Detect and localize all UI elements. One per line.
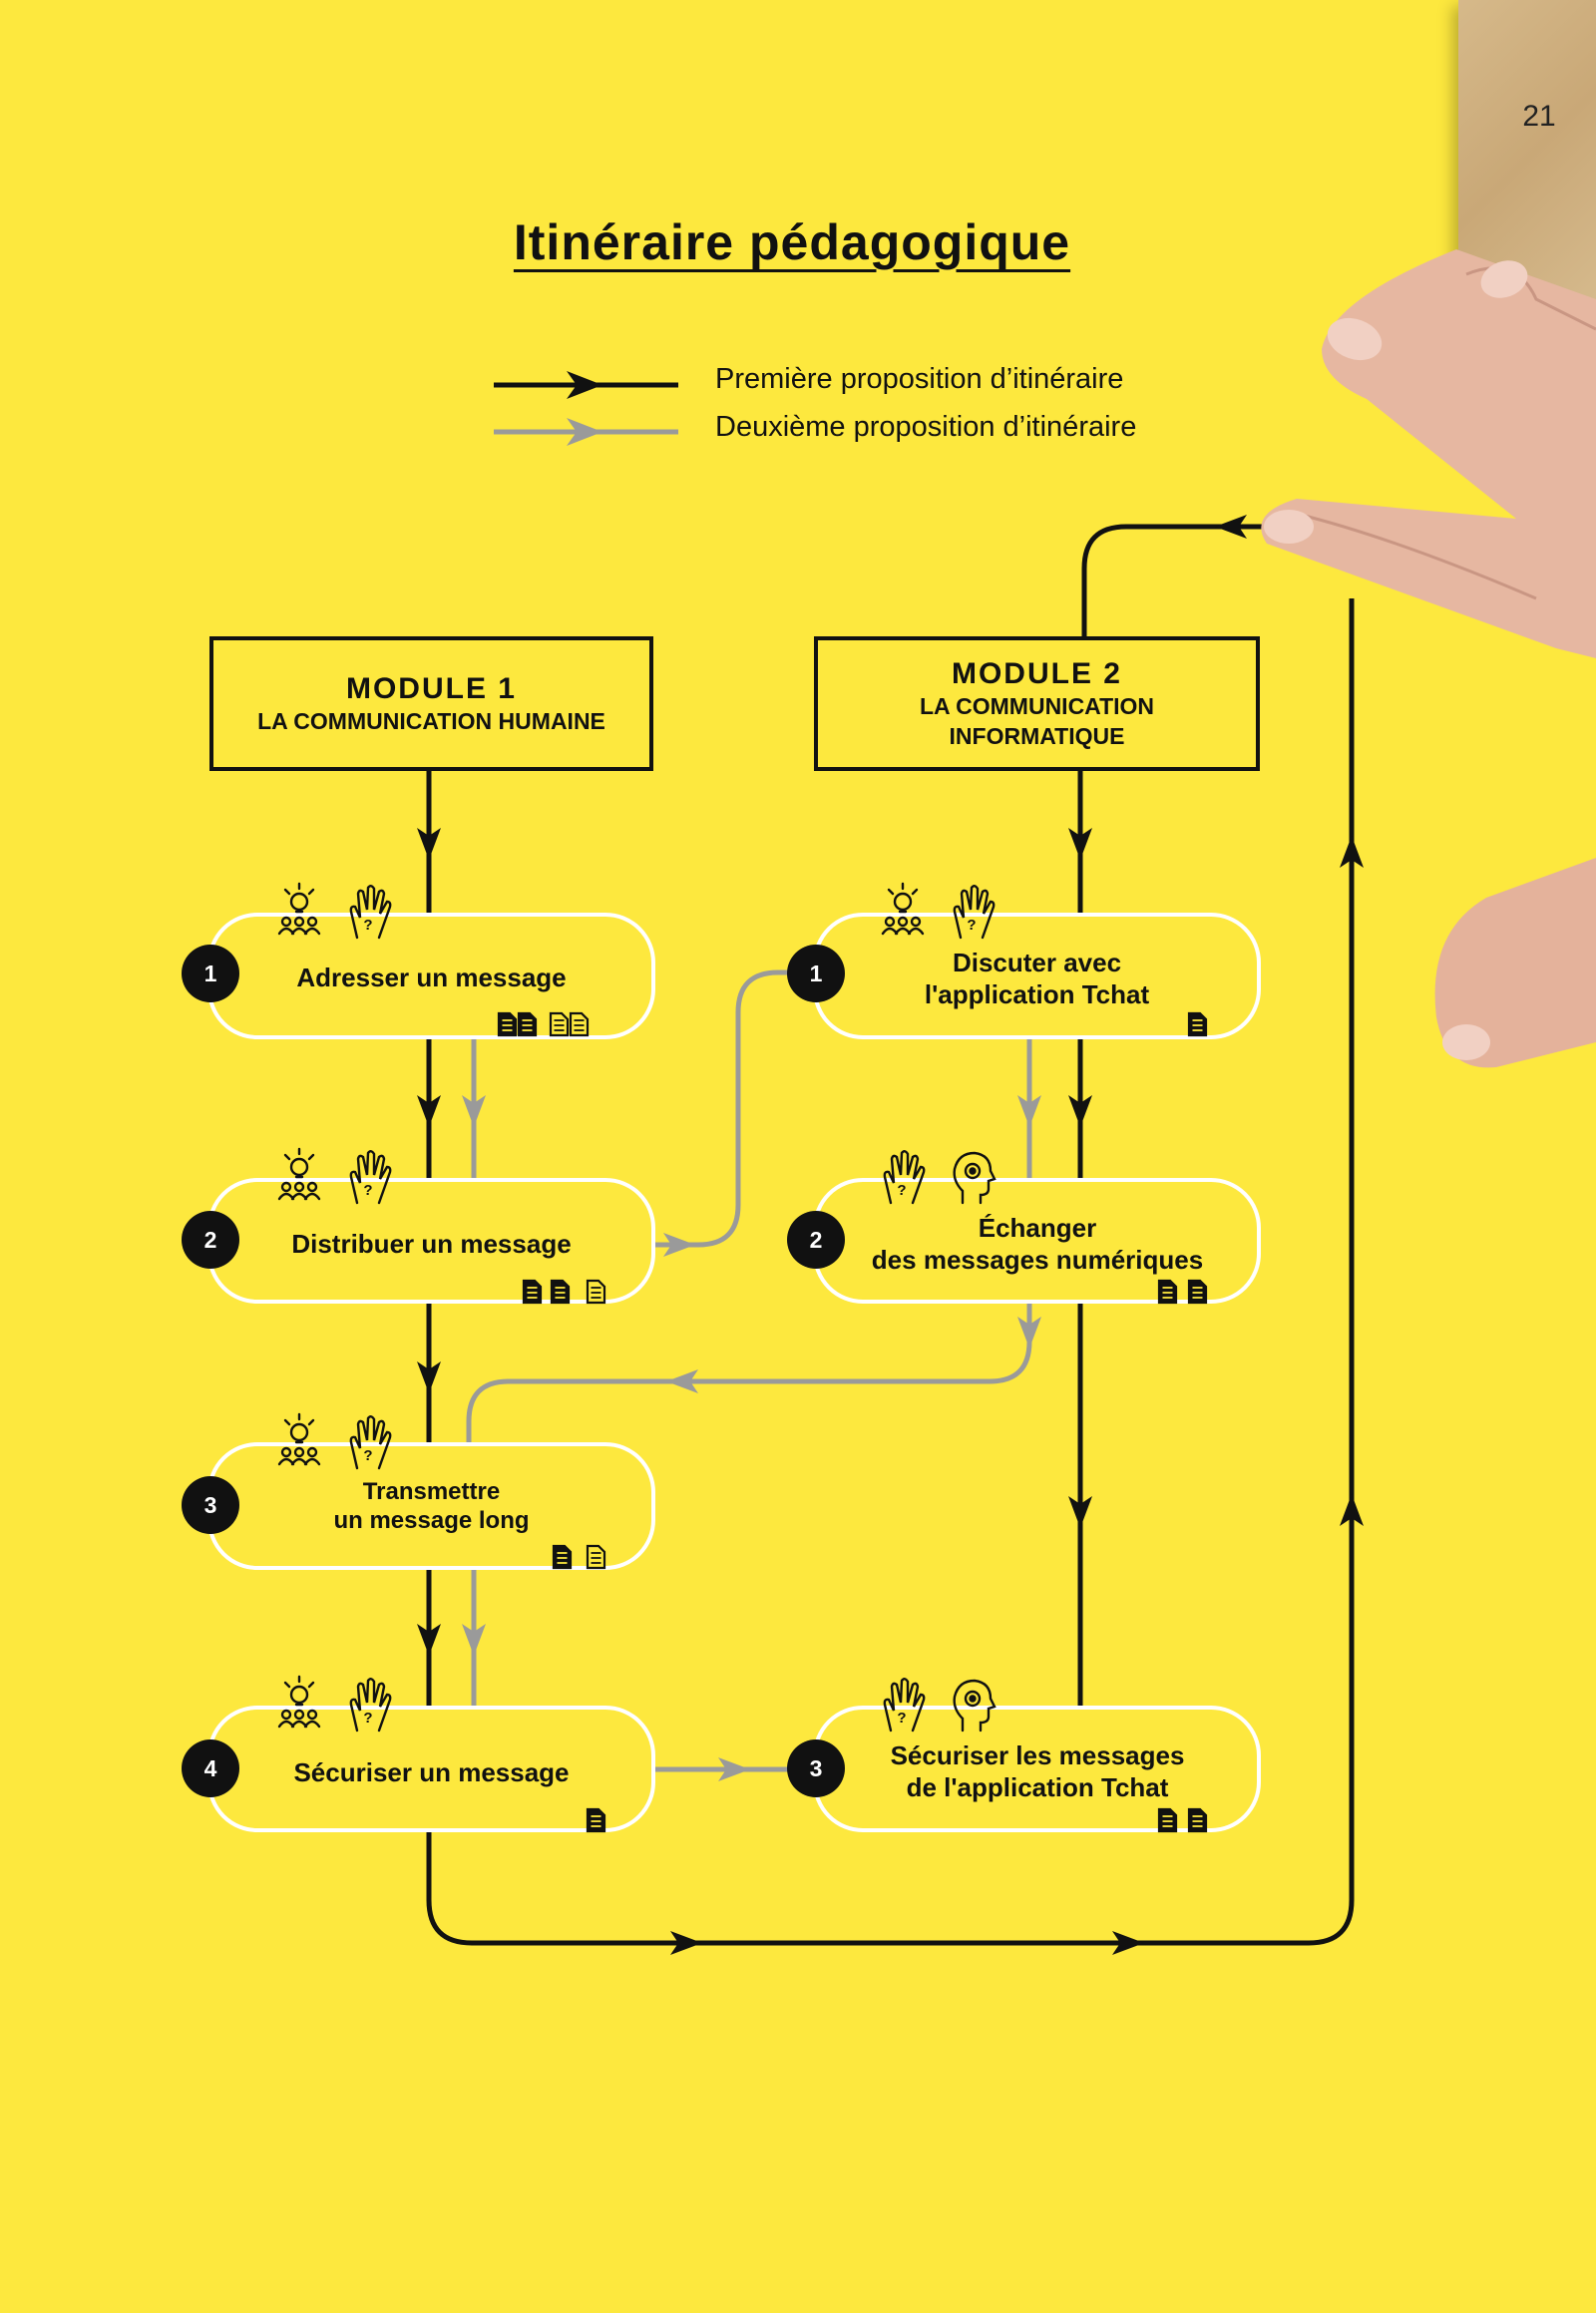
raised-hand-icon: ? bbox=[349, 1415, 392, 1470]
page-number: 21 bbox=[1522, 100, 1556, 133]
document-icon bbox=[552, 1544, 573, 1570]
document-outline-icon bbox=[586, 1544, 606, 1570]
step-number: 4 bbox=[182, 1739, 239, 1797]
svg-text:?: ? bbox=[363, 1710, 372, 1727]
step-number: 2 bbox=[787, 1211, 845, 1269]
step-label: Échanger des messages numériques bbox=[871, 1213, 1204, 1275]
lightbulb-group-icon bbox=[881, 882, 925, 936]
raised-hand-icon: ? bbox=[349, 1678, 392, 1733]
module-2-title: MODULE 2 bbox=[951, 656, 1122, 690]
document-icon bbox=[522, 1279, 543, 1305]
step-label: Transmettre un message long bbox=[333, 1478, 530, 1534]
head-gear-icon bbox=[953, 1151, 997, 1205]
document-icon bbox=[586, 1807, 606, 1833]
document-icon bbox=[517, 1011, 538, 1037]
lightbulb-group-icon bbox=[277, 1675, 321, 1729]
raised-hand-icon: ? bbox=[883, 1678, 926, 1733]
legend-first-label: Première proposition d’itinéraire bbox=[715, 363, 1124, 395]
step-number: 3 bbox=[787, 1739, 845, 1797]
module-1-box: MODULE 1 LA COMMUNICATION HUMAINE bbox=[209, 636, 653, 771]
module-2-subtitle: LA COMMUNICATION INFORMATIQUE bbox=[919, 692, 1155, 749]
module-2-box: MODULE 2 LA COMMUNICATION INFORMATIQUE bbox=[814, 636, 1260, 771]
raised-hand-icon: ? bbox=[883, 1150, 926, 1205]
module-1-title: MODULE 1 bbox=[345, 671, 517, 705]
document-outline-icon bbox=[586, 1279, 606, 1305]
svg-text:?: ? bbox=[363, 1182, 372, 1199]
raised-hand-icon: ? bbox=[953, 885, 996, 940]
raised-hand-icon: ? bbox=[349, 885, 392, 940]
document-outline-icon bbox=[569, 1011, 590, 1037]
hand-photo bbox=[1261, 249, 1596, 1068]
step-number: 1 bbox=[182, 945, 239, 1002]
document-icon bbox=[1187, 1279, 1208, 1305]
svg-text:?: ? bbox=[967, 917, 976, 934]
step-number: 3 bbox=[182, 1476, 239, 1534]
document-outline-icon bbox=[549, 1011, 570, 1037]
head-gear-icon bbox=[953, 1679, 997, 1733]
legend-second-line bbox=[494, 418, 678, 446]
step-label: Sécuriser les messages de l'application … bbox=[890, 1740, 1185, 1802]
document-icon bbox=[1187, 1011, 1208, 1037]
svg-text:?: ? bbox=[897, 1182, 906, 1199]
lightbulb-group-icon bbox=[277, 1147, 321, 1201]
icons-layer: ??????? bbox=[277, 882, 1208, 1833]
lightbulb-group-icon bbox=[277, 1412, 321, 1466]
legend-second-label: Deuxième proposition d’itinéraire bbox=[715, 411, 1137, 443]
grey-arrowheads bbox=[462, 1095, 1041, 1781]
step-label: Distribuer un message bbox=[291, 1229, 572, 1259]
legend-first-line bbox=[494, 371, 678, 399]
document-icon bbox=[497, 1011, 518, 1037]
black-arrowheads bbox=[417, 515, 1364, 1955]
step-number: 2 bbox=[182, 1211, 239, 1269]
step-label: Sécuriser un message bbox=[293, 1757, 570, 1787]
document-icon bbox=[1157, 1279, 1178, 1305]
step-label: Adresser un message bbox=[296, 963, 567, 992]
svg-text:?: ? bbox=[363, 917, 372, 934]
document-icon bbox=[1187, 1807, 1208, 1833]
module-1-subtitle: LA COMMUNICATION HUMAINE bbox=[257, 707, 605, 734]
page-title: Itinéraire pédagogique bbox=[513, 214, 1071, 270]
svg-text:?: ? bbox=[363, 1447, 372, 1464]
grey-route bbox=[466, 969, 1032, 1772]
raised-hand-icon: ? bbox=[349, 1150, 392, 1205]
document-icon bbox=[550, 1279, 571, 1305]
document-icon bbox=[1157, 1807, 1178, 1833]
step-label: Discuter avec l'application Tchat bbox=[924, 948, 1150, 1009]
step-number: 1 bbox=[787, 945, 845, 1002]
svg-text:?: ? bbox=[897, 1710, 906, 1727]
lightbulb-group-icon bbox=[277, 882, 321, 936]
